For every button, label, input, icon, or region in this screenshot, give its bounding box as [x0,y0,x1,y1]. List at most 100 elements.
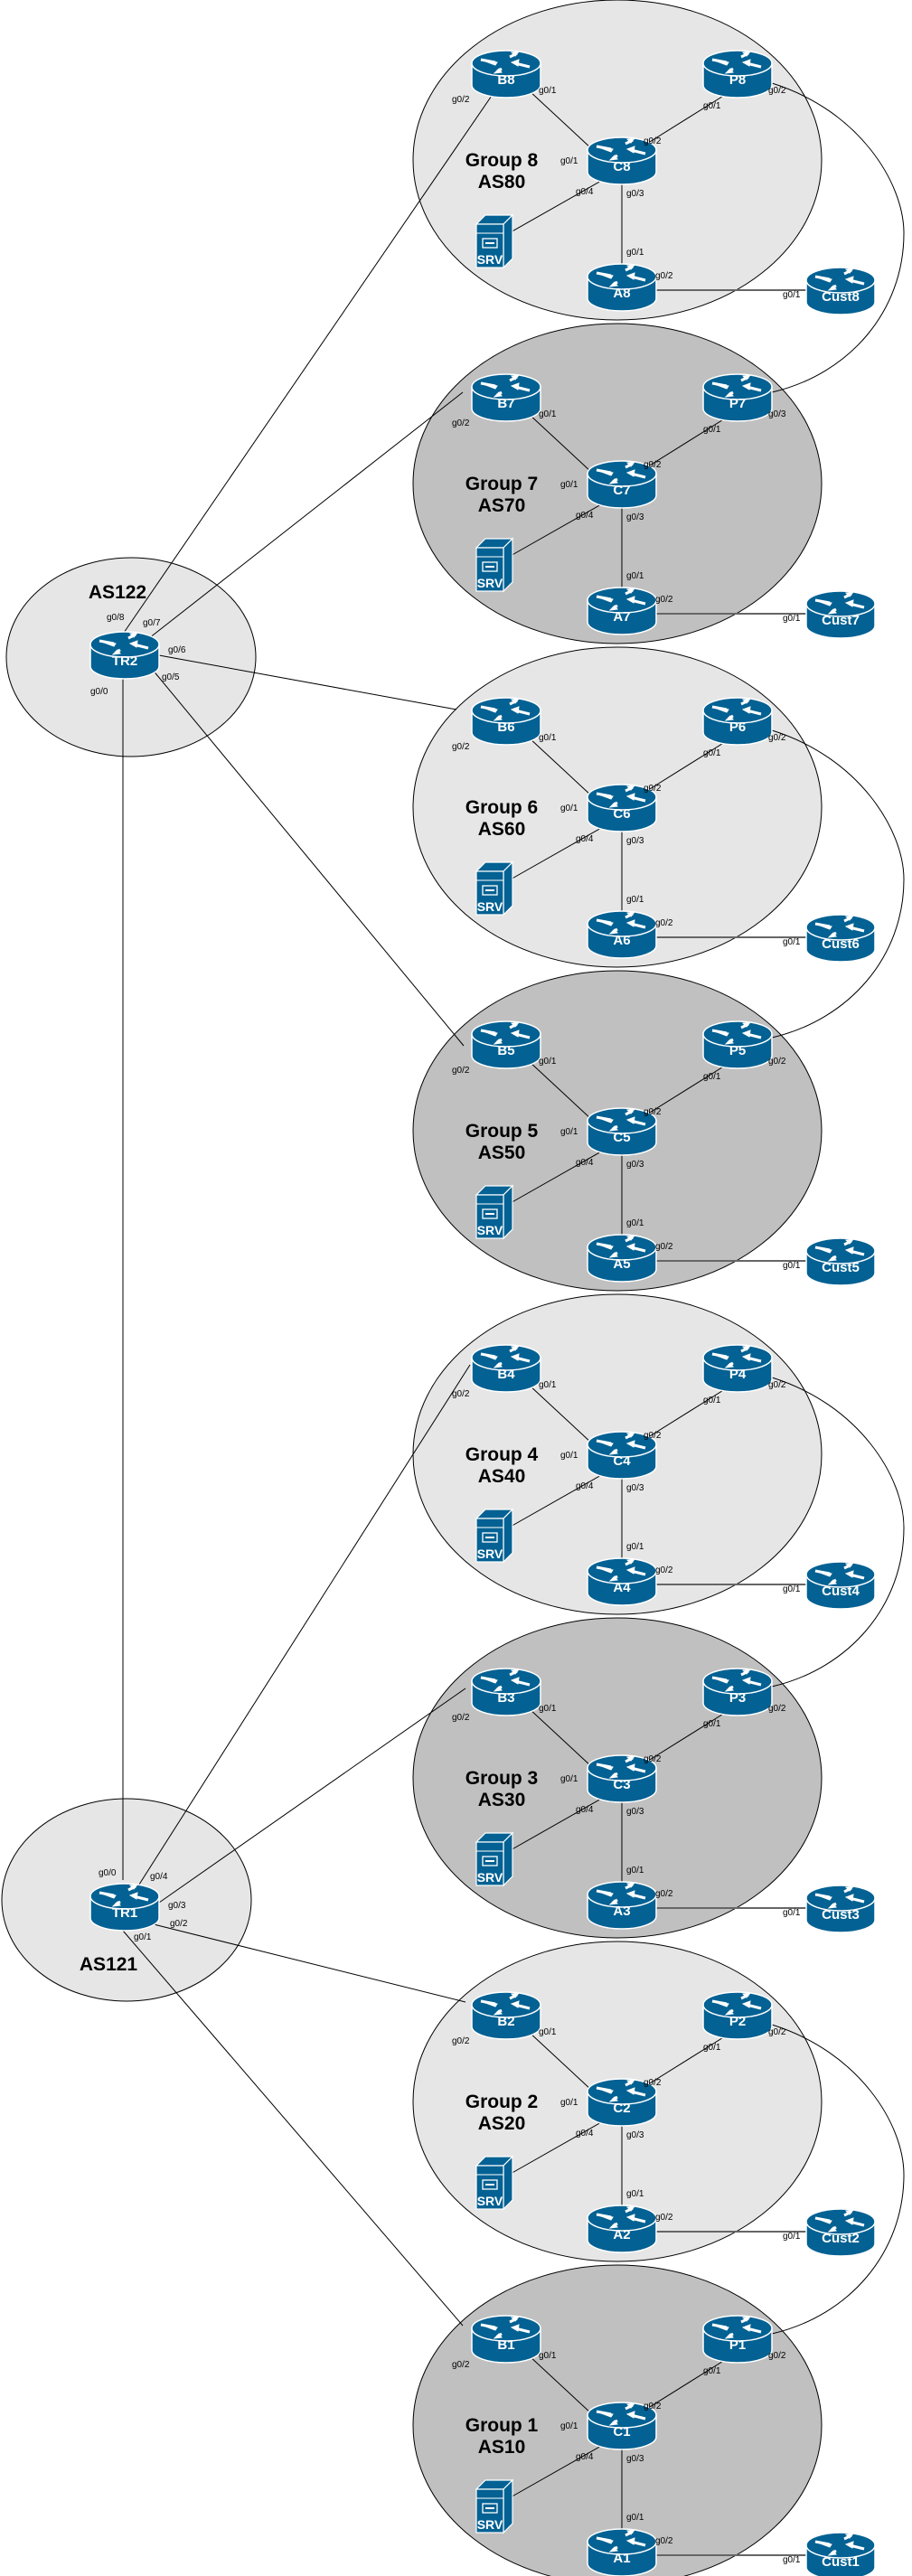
port-label: g0/2 [452,1713,470,1723]
router-c2[interactable]: C2 [586,2077,658,2128]
router-b1[interactable]: B1 [470,2314,542,2364]
port-label: g0/2 [768,1380,786,1390]
device-label: C3 [613,1777,630,1792]
device-label: TR1 [112,1905,137,1921]
link-tr2-b7 [148,391,464,639]
group-as-number: AS60 [478,819,526,840]
router-cust2[interactable]: Cust2 [804,2207,877,2258]
port-label: g0/2 [644,784,662,794]
router-cust1[interactable]: Cust1 [804,2531,877,2576]
link-c-srv [508,1793,610,1852]
router-a1[interactable]: A1 [586,2527,658,2576]
device-label: TR2 [112,653,137,669]
port-label: g0/1 [626,1542,644,1552]
server[interactable]: SRV [475,1509,513,1563]
port-label: g0/4 [576,2129,594,2139]
router-a2[interactable]: A2 [586,2204,658,2254]
router-p7[interactable]: P7 [701,372,774,423]
router-cust5[interactable]: Cust5 [804,1236,877,1287]
router-b5[interactable]: B5 [470,1020,542,1070]
device-label: Cust8 [822,289,860,305]
server[interactable]: SRV [475,214,513,268]
port-label: g0/2 [644,2402,662,2411]
router-b4[interactable]: B4 [470,1343,542,1394]
router-cust6[interactable]: Cust6 [804,913,877,964]
as121-label: AS121 [80,1954,138,1975]
server[interactable]: SRV [475,538,513,592]
router-p2[interactable]: P2 [701,1990,774,2041]
router-a6[interactable]: A6 [586,909,658,960]
group-as-number: AS40 [478,1466,526,1487]
router-b7[interactable]: B7 [470,372,542,423]
router-c5[interactable]: C5 [586,1106,658,1157]
port-label: g0/1 [626,895,644,905]
device-label: C5 [613,1130,630,1145]
router-tr2[interactable]: TR2 [89,630,161,681]
router-a4[interactable]: A4 [586,1556,658,1607]
router-a8[interactable]: A8 [586,262,658,313]
port-label: g0/2 [768,2351,786,2361]
group-as-number: AS30 [478,1790,526,1810]
router-b8[interactable]: B8 [470,49,542,99]
router-b3[interactable]: B3 [470,1667,542,1717]
server[interactable]: SRV [475,2479,513,2534]
router-cust7[interactable]: Cust7 [804,589,877,640]
router-c1[interactable]: C1 [586,2401,658,2451]
port-label: g0/2 [452,1389,470,1399]
router-c8[interactable]: C8 [586,136,658,186]
port-label: g0/1 [626,1218,644,1228]
router-b6[interactable]: B6 [470,696,542,747]
router-p8[interactable]: P8 [701,49,774,99]
port-label: g0/5 [162,672,180,682]
router-c6[interactable]: C6 [586,783,658,833]
router-cust8[interactable]: Cust8 [804,266,877,316]
group-as-number: AS10 [478,2437,526,2458]
device-label: P8 [729,72,746,88]
port-label: g0/4 [576,2452,594,2462]
router-b2[interactable]: B2 [470,1990,542,2041]
router-p6[interactable]: P6 [701,696,774,747]
server[interactable]: SRV [475,2156,513,2210]
router-a5[interactable]: A5 [586,1233,658,1283]
port-label: g0/2 [452,95,470,105]
router-c3[interactable]: C3 [586,1753,658,1804]
port-label: g0/1 [783,290,801,300]
server[interactable]: SRV [475,1832,513,1886]
port-label: g0/1 [539,2351,557,2361]
router-a7[interactable]: A7 [586,586,658,636]
device-label: B3 [497,1690,514,1706]
device-label: C8 [613,159,630,174]
router-cust3[interactable]: Cust3 [804,1884,877,1934]
port-label: g0/1 [626,248,644,258]
server-label: SRV [477,899,503,914]
router-c4[interactable]: C4 [586,1430,658,1481]
link-c-srv [508,499,610,558]
device-label: C4 [613,1453,631,1469]
router-p4[interactable]: P4 [701,1343,774,1394]
device-label: B6 [497,719,514,735]
device-label: P6 [729,719,746,735]
device-label: Cust2 [822,2231,860,2246]
router-a3[interactable]: A3 [586,1880,658,1931]
device-label: C1 [613,2424,630,2440]
link-c-p [637,413,733,474]
port-label: g0/2 [768,86,786,96]
router-p1[interactable]: P1 [701,2314,774,2364]
port-label: g0/3 [626,1483,644,1493]
group-as-number: AS70 [478,495,526,516]
server-label: SRV [477,252,503,267]
server[interactable]: SRV [475,1185,513,1239]
router-cust4[interactable]: Cust4 [804,1560,877,1611]
port-label: g0/2 [644,2078,662,2088]
router-p3[interactable]: P3 [701,1667,774,1717]
device-label: P4 [729,1367,747,1382]
device-label: P3 [729,1690,746,1706]
device-label: B8 [497,72,514,88]
server[interactable]: SRV [475,861,513,916]
link-tr2-b6 [158,654,457,710]
router-tr1[interactable]: TR1 [89,1882,161,1932]
router-c7[interactable]: C7 [586,459,658,510]
router-p5[interactable]: P5 [701,1020,774,1070]
port-label: g0/1 [626,2189,644,2199]
device-label: P5 [729,1043,746,1058]
